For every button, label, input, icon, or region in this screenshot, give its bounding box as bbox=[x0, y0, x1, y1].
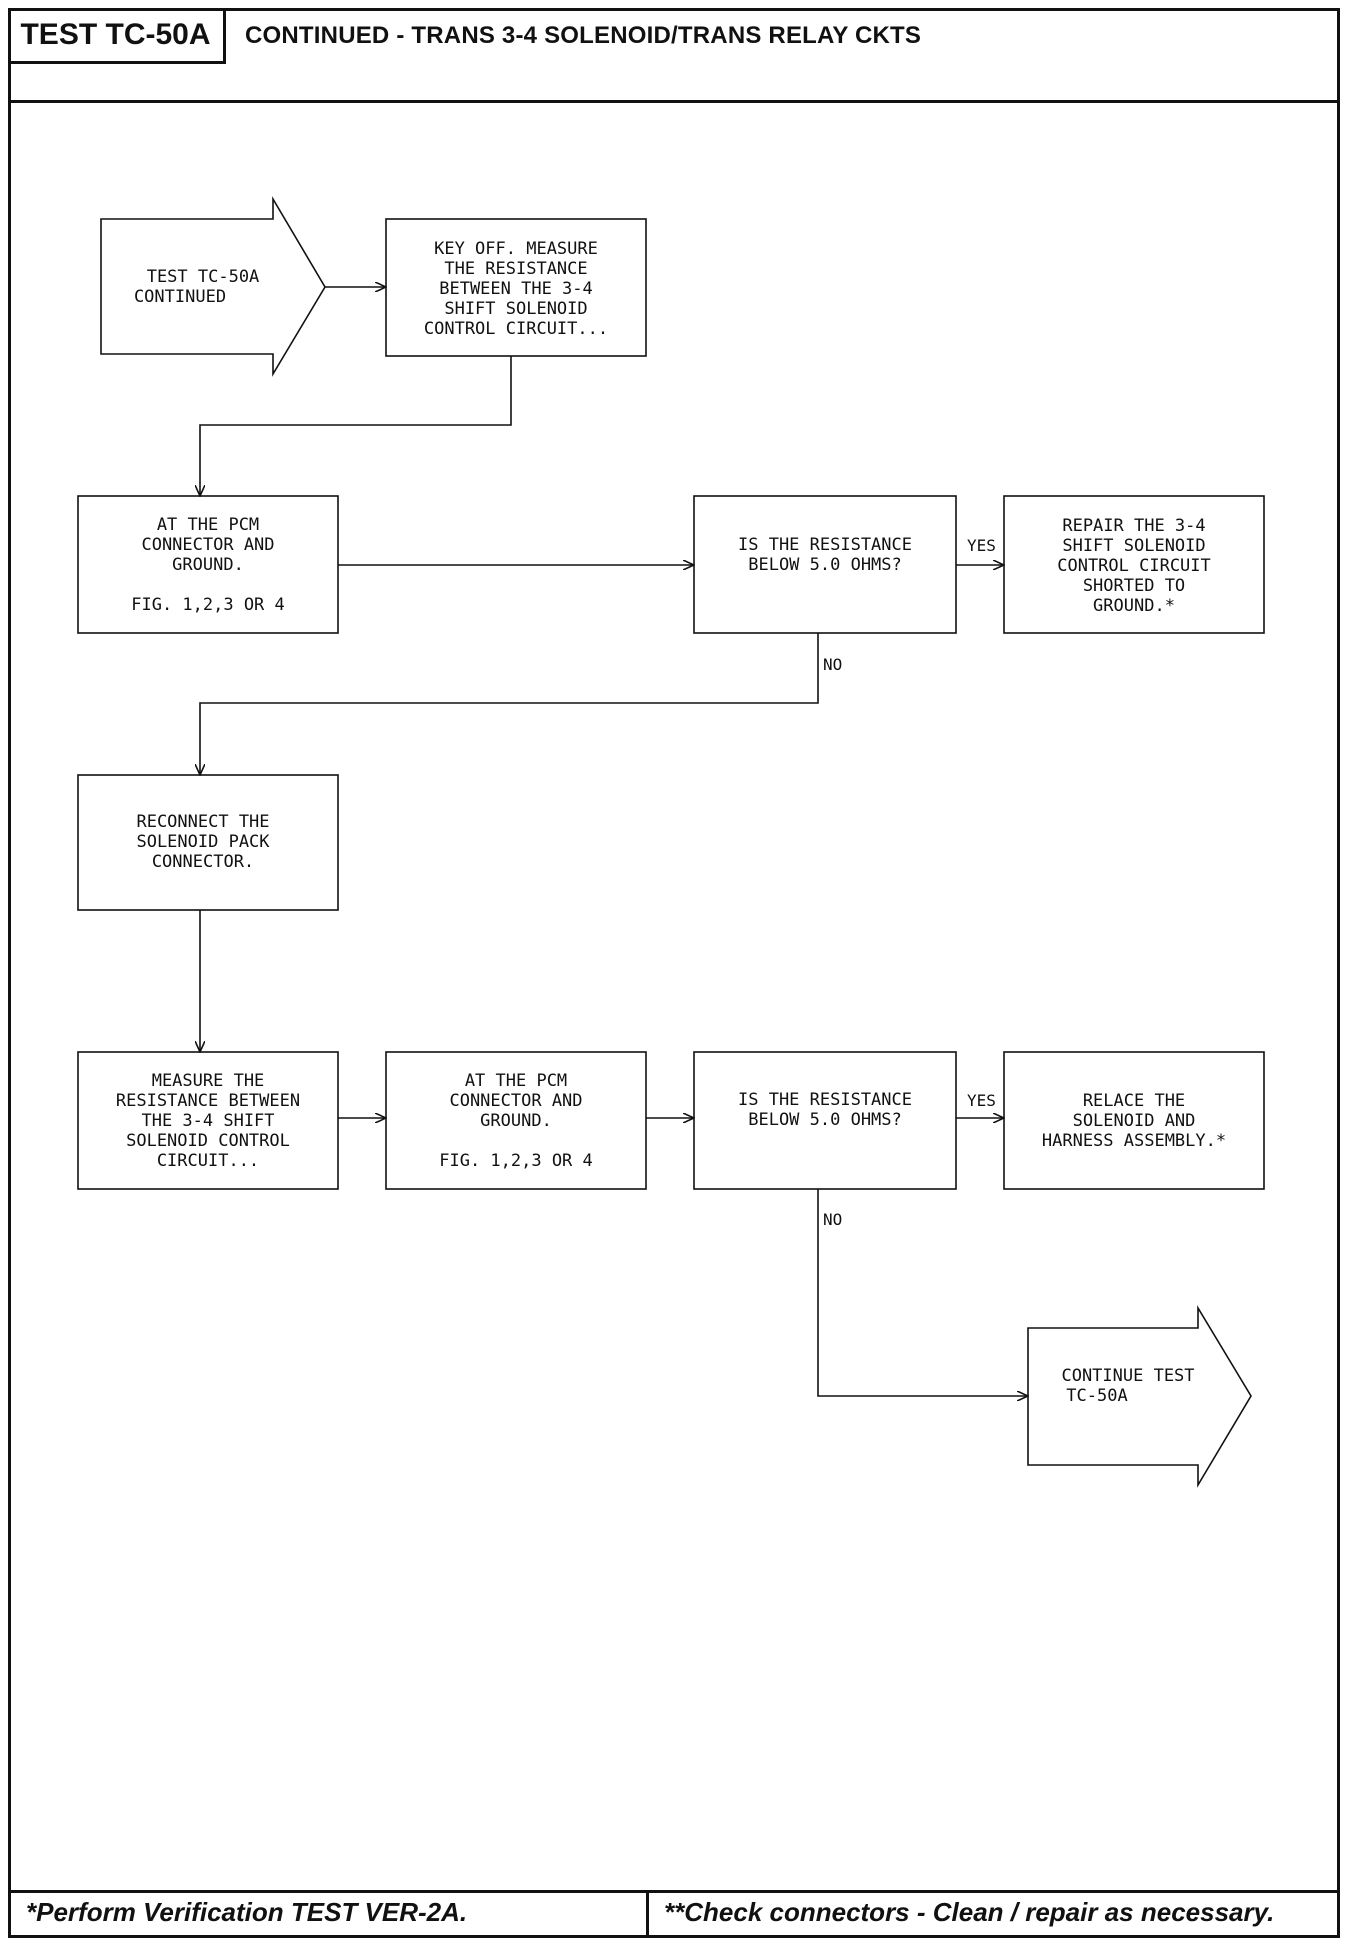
measure-text-line: MEASURE THE bbox=[152, 1071, 265, 1091]
decision-1-text-line: BELOW 5.0 OHMS? bbox=[748, 555, 902, 575]
measure-text-line: THE 3-4 SHIFT bbox=[141, 1111, 274, 1131]
pcm-1-text-line: GROUND. bbox=[172, 555, 244, 575]
header-divider bbox=[8, 100, 1340, 103]
no-label-1: NO bbox=[823, 655, 842, 674]
yes-label-2: YES bbox=[967, 1091, 996, 1110]
repair-1-text-line: GROUND.* bbox=[1093, 596, 1175, 616]
repair-2-text-line: HARNESS ASSEMBLY.* bbox=[1042, 1131, 1226, 1151]
yes-label-1: YES bbox=[967, 536, 996, 555]
pcm-1-text-line: AT THE PCM bbox=[157, 515, 259, 535]
reconnect-text-line: CONNECTOR. bbox=[152, 852, 254, 872]
no-label-2: NO bbox=[823, 1210, 842, 1229]
key-off-text-line: KEY OFF. MEASURE bbox=[434, 239, 598, 259]
footer-connector-note: **Check connectors - Clean / repair as n… bbox=[664, 1897, 1275, 1927]
start-arrow-shape bbox=[100, 196, 326, 377]
measure-text: MEASURE THE RESISTANCE BETWEEN THE 3-4 S… bbox=[116, 1071, 300, 1171]
decision-2-text: IS THE RESISTANCE BELOW 5.0 OHMS? bbox=[738, 1090, 912, 1130]
end-text-line: CONTINUE TEST bbox=[1061, 1366, 1194, 1386]
repair-box-2 bbox=[1003, 1051, 1265, 1190]
footer-divider bbox=[8, 1890, 1340, 1893]
pcm-box-2 bbox=[385, 1051, 647, 1190]
end-text: CONTINUE TEST TC-50A bbox=[1061, 1366, 1194, 1406]
footer-column-divider bbox=[646, 1890, 649, 1938]
connector-decision2-no bbox=[817, 1189, 1028, 1396]
repair-1-text-line: SHIFT SOLENOID bbox=[1062, 536, 1205, 556]
key-off-text: KEY OFF. MEASURE THE RESISTANCE BETWEEN … bbox=[424, 239, 608, 339]
start-text-line: TEST TC-50A bbox=[147, 267, 260, 287]
key-off-text-line: SHIFT SOLENOID bbox=[444, 299, 587, 319]
key-off-text-line: BETWEEN THE 3-4 bbox=[439, 279, 593, 299]
page-title: CONTINUED - TRANS 3-4 SOLENOID/TRANS REL… bbox=[245, 22, 922, 49]
footer-verification-note: *Perform Verification TEST VER-2A. bbox=[26, 1897, 468, 1927]
reconnect-text: RECONNECT THE SOLENOID PACK CONNECTOR. bbox=[136, 812, 270, 872]
repair-2-text-line: SOLENOID AND bbox=[1073, 1111, 1196, 1131]
reconnect-text-line: SOLENOID PACK bbox=[136, 832, 270, 852]
pcm-1-text: AT THE PCM CONNECTOR AND GROUND. FIG. 1,… bbox=[131, 515, 285, 615]
repair-1-text-line: CONTROL CIRCUIT bbox=[1057, 556, 1211, 576]
decision-2-text-line: IS THE RESISTANCE bbox=[738, 1090, 912, 1110]
start-text-line: CONTINUED bbox=[134, 287, 226, 307]
repair-1-text-line: REPAIR THE 3-4 bbox=[1062, 516, 1205, 536]
decision-2-text-line: BELOW 5.0 OHMS? bbox=[748, 1110, 902, 1130]
measure-text-line: CIRCUIT... bbox=[157, 1151, 259, 1171]
repair-box-1 bbox=[1003, 495, 1265, 634]
end-text-line: TC-50A bbox=[1066, 1386, 1127, 1406]
pcm-2-text-line: FIG. 1,2,3 OR 4 bbox=[439, 1151, 593, 1171]
key-off-text-line: THE RESISTANCE bbox=[444, 259, 587, 279]
connector-keyoff-to-pcm1 bbox=[200, 356, 512, 496]
start-text: TEST TC-50A CONTINUED bbox=[134, 267, 259, 307]
pcm-2-text-line: GROUND. bbox=[480, 1111, 552, 1131]
reconnect-box bbox=[77, 774, 339, 911]
repair-1-text: REPAIR THE 3-4 SHIFT SOLENOID CONTROL CI… bbox=[1057, 516, 1211, 616]
key-off-text-line: CONTROL CIRCUIT... bbox=[424, 319, 608, 339]
reconnect-text-line: RECONNECT THE bbox=[136, 812, 269, 832]
decision-1-text-line: IS THE RESISTANCE bbox=[738, 535, 912, 555]
key-off-box bbox=[385, 218, 647, 357]
measure-text-line: SOLENOID CONTROL bbox=[126, 1131, 290, 1151]
decision-box-2 bbox=[693, 1051, 957, 1190]
pcm-1-text-line: FIG. 1,2,3 OR 4 bbox=[131, 595, 285, 615]
pcm-2-text-line: CONNECTOR AND bbox=[449, 1091, 582, 1111]
pcm-1-text-line: CONNECTOR AND bbox=[141, 535, 274, 555]
page-frame bbox=[8, 8, 1340, 1938]
connector-decision1-no bbox=[200, 633, 819, 775]
test-id-box: TEST TC-50A bbox=[8, 8, 226, 64]
pcm-2-text: AT THE PCM CONNECTOR AND GROUND. FIG. 1,… bbox=[439, 1071, 593, 1171]
end-arrow-shape bbox=[1027, 1305, 1252, 1488]
repair-1-text-line: SHORTED TO bbox=[1083, 576, 1185, 596]
decision-1-text: IS THE RESISTANCE BELOW 5.0 OHMS? bbox=[738, 535, 912, 575]
measure-box bbox=[77, 1051, 339, 1190]
measure-text-line: RESISTANCE BETWEEN bbox=[116, 1091, 300, 1111]
pcm-box-1 bbox=[77, 495, 339, 634]
repair-2-text: RELACE THE SOLENOID AND HARNESS ASSEMBLY… bbox=[1042, 1091, 1226, 1151]
repair-2-text-line: RELACE THE bbox=[1083, 1091, 1185, 1111]
pcm-2-text-line: AT THE PCM bbox=[465, 1071, 567, 1091]
